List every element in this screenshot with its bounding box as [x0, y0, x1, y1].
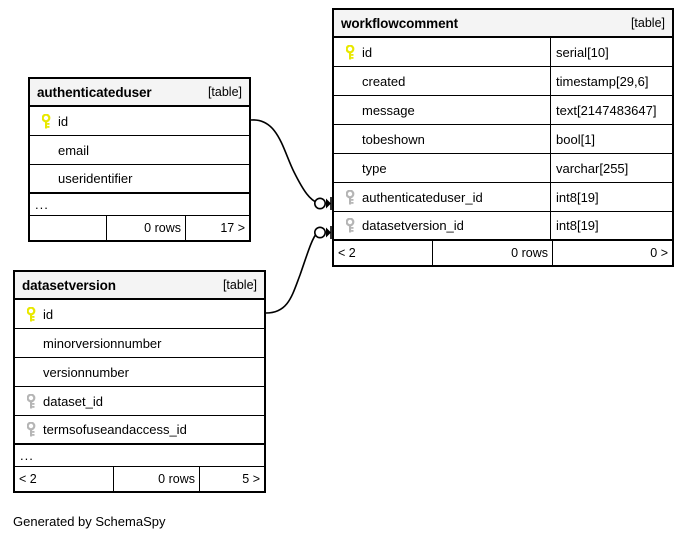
column-name-label: id — [58, 113, 69, 129]
primary-key-icon — [340, 44, 362, 60]
column-name-label: minorversionnumber — [43, 335, 162, 351]
column-cell: dataset_id — [15, 387, 264, 415]
next-relations-link[interactable]: 5 > — [199, 467, 264, 491]
column-name-label: dataset_id — [43, 393, 103, 409]
next-relations-link[interactable]: 17 > — [185, 216, 249, 240]
column-cell: tobeshown — [334, 125, 550, 153]
relationship-datasetversion-to-workflowcomment — [265, 226, 332, 314]
column-name-label: message — [362, 102, 415, 118]
column-type-label: serial[10] — [550, 38, 672, 66]
foreign-key-icon — [340, 218, 362, 233]
foreign-key-icon — [21, 393, 43, 409]
table-name-label: authenticateduser — [37, 84, 152, 100]
column-type-label: int8[19] — [550, 212, 672, 239]
table-row[interactable]: tobeshown bool[1] — [334, 125, 672, 154]
table-row[interactable]: message text[2147483647] — [334, 96, 672, 125]
column-type-label: text[2147483647] — [550, 96, 672, 124]
column-name-label: created — [362, 73, 406, 89]
optional-marker — [313, 226, 326, 239]
foreign-key-icon — [21, 422, 43, 437]
column-cell: created — [334, 67, 550, 95]
column-cell: id — [30, 107, 249, 135]
column-type-label: int8[19] — [550, 183, 672, 211]
row-count-label: 0 rows — [432, 241, 552, 265]
table-row[interactable]: versionnumber — [15, 358, 264, 387]
table-row[interactable]: id serial[10] — [334, 38, 672, 67]
table-authenticateduser[interactable]: authenticateduser [table] id email — [28, 77, 251, 242]
prev-relations-link[interactable]: < 2 — [19, 472, 37, 486]
table-header-authenticateduser: authenticateduser [table] — [30, 79, 249, 107]
prev-relations-link[interactable] — [30, 216, 106, 240]
column-cell: versionnumber — [15, 358, 264, 386]
column-name-label: id — [43, 306, 54, 322]
column-cell: type — [334, 154, 550, 182]
table-workflowcomment[interactable]: workflowcomment [table] id serial[10] — [332, 8, 674, 267]
foreign-key-icon — [340, 189, 362, 205]
column-name-label: termsofuseandaccess_id — [43, 422, 187, 437]
column-name-label: email — [58, 142, 90, 158]
table-datasetversion[interactable]: datasetversion [table] id minorver — [13, 270, 266, 493]
column-name-label: authenticateduser_id — [362, 189, 483, 205]
table-row[interactable]: dataset_id — [15, 387, 264, 416]
column-name-label: useridentifier — [58, 171, 133, 186]
table-row[interactable]: type varchar[255] — [334, 154, 672, 183]
primary-key-icon — [21, 306, 43, 322]
table-kind-label: [table] — [222, 278, 257, 292]
table-header-workflowcomment: workflowcomment [table] — [334, 10, 672, 38]
table-row[interactable]: minorversionnumber — [15, 329, 264, 358]
column-type-label: bool[1] — [550, 125, 672, 153]
column-type-label: timestamp[29,6] — [550, 67, 672, 95]
table-row[interactable]: created timestamp[29,6] — [334, 67, 672, 96]
table-footer-workflowcomment: < 2 0 rows 0 > — [334, 241, 672, 265]
table-name-label: datasetversion — [22, 277, 116, 293]
table-row[interactable]: datasetversion_id int8[19] — [334, 212, 672, 241]
table-kind-label: [table] — [207, 85, 242, 99]
prev-relations-link[interactable]: < 2 — [338, 246, 356, 260]
more-columns-indicator: ... — [15, 445, 264, 467]
column-name-label: id — [362, 44, 373, 60]
column-cell: datasetversion_id — [334, 212, 550, 239]
primary-key-icon — [36, 113, 58, 129]
generated-by-caption: Generated by SchemaSpy — [13, 514, 166, 529]
table-row[interactable]: id — [15, 300, 264, 329]
table-header-datasetversion: datasetversion [table] — [15, 272, 264, 300]
table-row[interactable]: useridentifier — [30, 165, 249, 194]
table-footer-authenticateduser: 0 rows 17 > — [30, 216, 249, 240]
table-row[interactable]: termsofuseandaccess_id — [15, 416, 264, 445]
column-name-label: tobeshown — [362, 131, 425, 147]
relationship-authenticateduser-to-workflowcomment — [250, 119, 332, 210]
column-cell: useridentifier — [30, 165, 249, 192]
table-row[interactable]: email — [30, 136, 249, 165]
column-cell: email — [30, 136, 249, 164]
column-cell: id — [334, 38, 550, 66]
column-name-label: versionnumber — [43, 364, 129, 380]
optional-marker — [313, 197, 326, 210]
next-relations-link[interactable]: 0 > — [552, 241, 672, 265]
row-count-label: 0 rows — [106, 216, 185, 240]
column-cell: message — [334, 96, 550, 124]
column-cell: authenticateduser_id — [334, 183, 550, 211]
table-row[interactable]: id — [30, 107, 249, 136]
column-type-label: varchar[255] — [550, 154, 672, 182]
row-count-label: 0 rows — [113, 467, 199, 491]
column-name-label: datasetversion_id — [362, 218, 464, 233]
table-footer-datasetversion: < 2 0 rows 5 > — [15, 467, 264, 491]
table-row[interactable]: authenticateduser_id int8[19] — [334, 183, 672, 212]
column-cell: minorversionnumber — [15, 329, 264, 357]
table-name-label: workflowcomment — [341, 15, 459, 31]
column-name-label: type — [362, 160, 387, 176]
column-cell: termsofuseandaccess_id — [15, 416, 264, 443]
column-cell: id — [15, 300, 264, 328]
more-columns-indicator: ... — [30, 194, 249, 216]
table-kind-label: [table] — [630, 16, 665, 30]
